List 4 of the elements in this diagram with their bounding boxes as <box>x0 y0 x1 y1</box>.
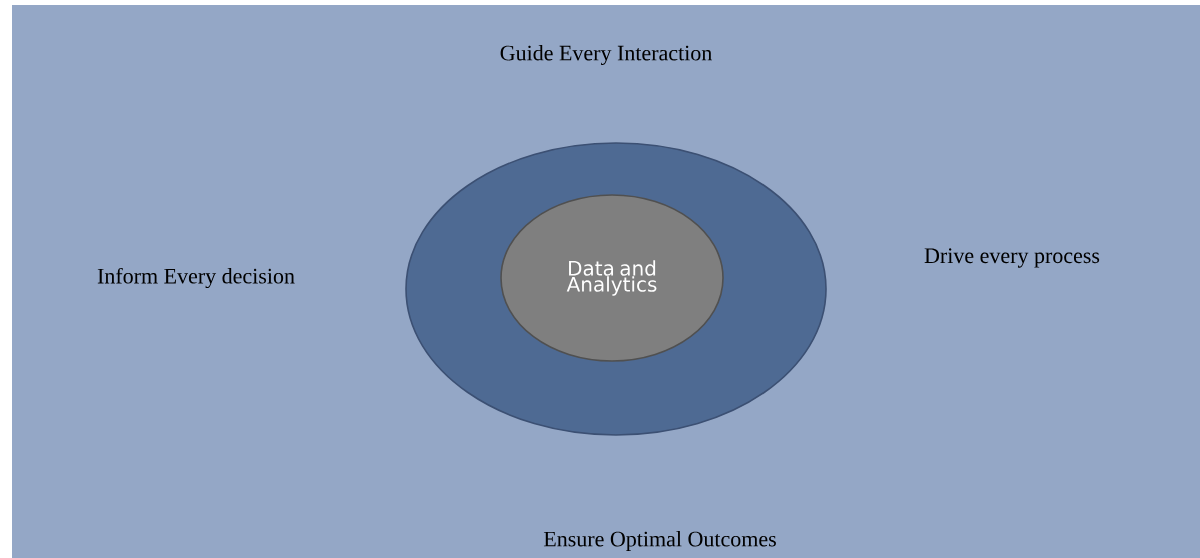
label-text: Guide Every Interaction <box>500 45 712 65</box>
label-text: Drive every process <box>924 248 1100 268</box>
label-text: Inform Every decision <box>97 267 295 289</box>
label-text: Ensure Optimal Outcomes <box>543 531 776 551</box>
